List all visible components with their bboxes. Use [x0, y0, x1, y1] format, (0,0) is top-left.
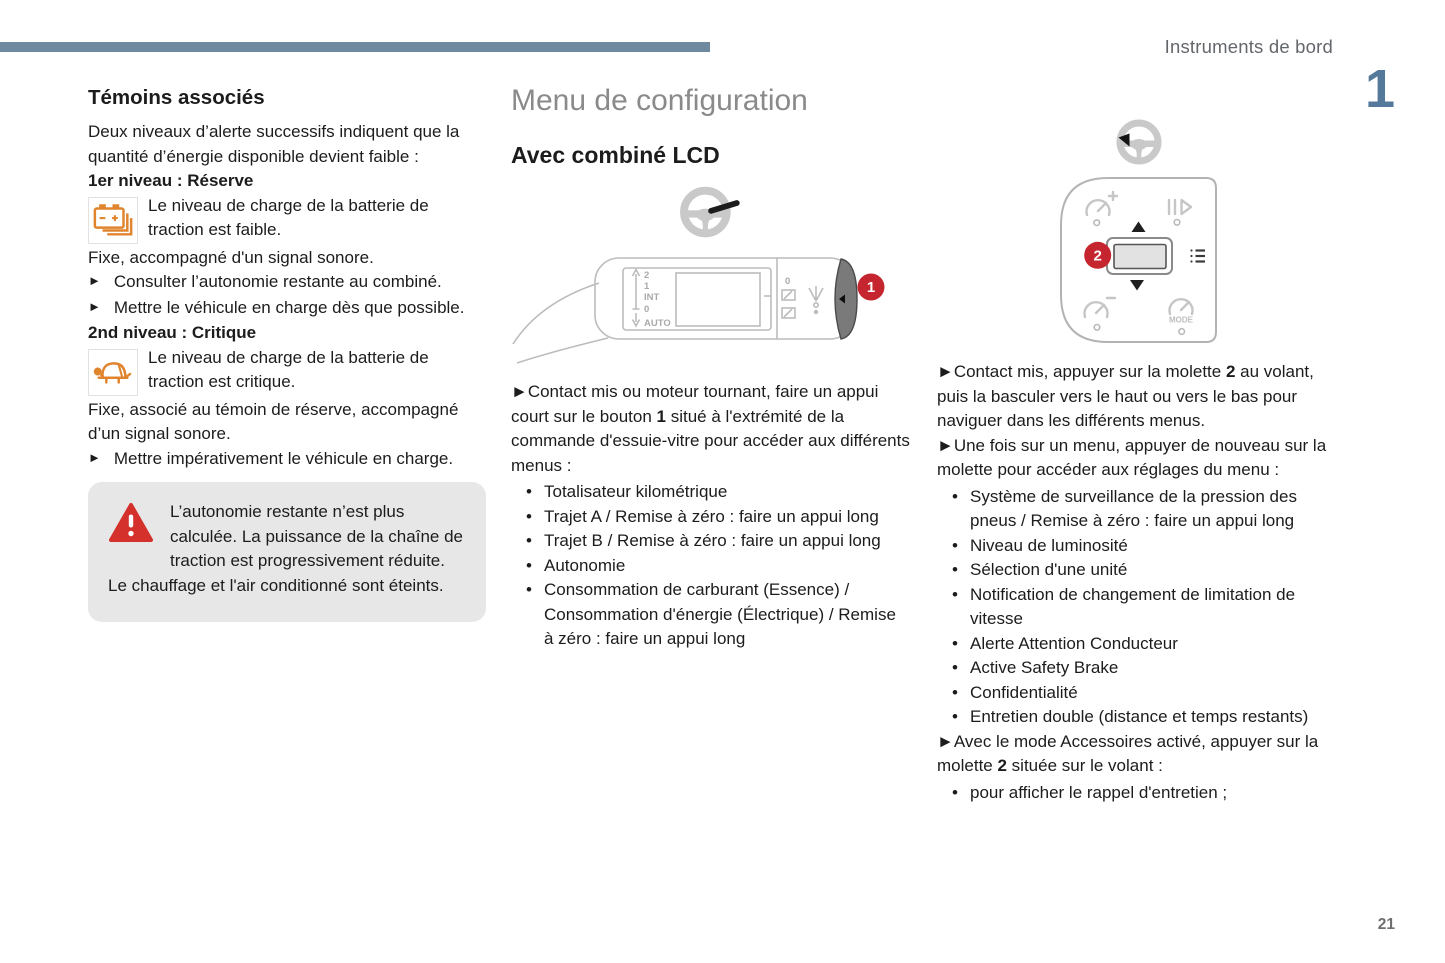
instruction-text: au volant, puis la basculer vers le haut… [937, 362, 1314, 430]
left-heading: Témoins associés [88, 86, 265, 109]
action-arrow-icon: ► [937, 731, 954, 751]
steering-wheel-stalk-icon [511, 185, 910, 239]
instruction-text: située sur le volant : [1006, 756, 1163, 775]
list-item: Trajet B / Remise à zéro : faire un appu… [511, 529, 910, 554]
list-item: Confidentialité [937, 681, 1340, 706]
action-arrow-icon: ► [937, 435, 954, 455]
badge-1: 1 [857, 273, 885, 301]
list-item: Consommation de carburant (Essence) / Co… [511, 578, 910, 652]
middle-column: Menu de configuration Avec combiné LCD [511, 82, 910, 652]
battery-charge-icon [88, 196, 138, 244]
header-section-title: Instruments de bord [1164, 36, 1333, 57]
svg-text:AUTO: AUTO [644, 318, 671, 329]
instruction-text: situé à l'extrémité de la commande d'ess… [511, 406, 910, 475]
level1-desc: Le niveau de charge de la batterie de tr… [148, 195, 429, 240]
list-item: pour afficher le rappel d'entretien ; [937, 781, 1340, 806]
list-item: Trajet A / Remise à zéro : faire un appu… [511, 505, 910, 530]
callout-ref: 2 [997, 756, 1007, 775]
section-title: Menu de configuration [511, 84, 808, 117]
action-text: Mettre impérativement le véhicule en cha… [113, 448, 454, 468]
middle-menu-list: Totalisateur kilométrique Trajet A / Rem… [511, 480, 910, 652]
action-arrow-icon: ► [88, 449, 101, 465]
instruction-text: Une fois sur un menu, appuyer de nouveau… [937, 435, 1327, 480]
action-arrow-icon: ► [88, 298, 101, 314]
left-intro: Deux niveaux d’alerte successifs indique… [88, 122, 460, 166]
cruise-decrease-icon [1083, 296, 1117, 319]
level1-action-2: ► Mettre le véhicule en charge dès que po… [88, 296, 486, 322]
list-item: Notification de changement de limitation… [937, 583, 1340, 632]
action-arrow-icon: ► [88, 273, 101, 288]
action-text: Mettre le véhicule en charge dès que pos… [113, 297, 465, 317]
level1-title: 1er niveau : Réserve [88, 171, 254, 190]
action-text: Consulter l’autonomie restante au combin… [113, 272, 442, 291]
callout-ref: 2 [1225, 362, 1236, 381]
instruction-text: Contact mis ou moteur tournant, faire un… [511, 382, 879, 426]
steering-wheel-marker-icon [937, 118, 1340, 166]
cruise-increase-icon [1085, 190, 1119, 217]
svg-text:0: 0 [785, 276, 790, 287]
warning-text-1: L’autonomie restante n’est plus calculée… [170, 502, 463, 570]
instruction-text: Avec le mode Accessoires activé, appuyer… [937, 731, 1319, 776]
level1-action-1: ► Consulter l’autonomie restante au combi… [88, 270, 486, 296]
badge-2: 2 [1084, 241, 1112, 269]
level2-title: 2nd niveau : Critique [88, 323, 257, 342]
list-item: Système de surveillance de la pression d… [937, 485, 1340, 534]
warning-text-2: Le chauffage et l'air conditionné sont é… [108, 575, 444, 595]
list-item: Autonomie [511, 554, 910, 579]
right-accessory-list: pour afficher le rappel d'entretien ; [937, 781, 1340, 806]
right-settings-list: Système de surveillance de la pression d… [937, 485, 1340, 730]
right-instruction-3: ►Avec le mode Accessoires activé, appuye… [937, 730, 1340, 779]
menu-list-icon [1190, 249, 1205, 263]
accent-bar [0, 42, 710, 52]
callout-ref: 1 [656, 406, 666, 426]
scroll-up-icon [1131, 221, 1146, 232]
warning-triangle-icon [108, 502, 154, 549]
list-item: Entretien double (distance et temps rest… [937, 705, 1340, 730]
level2-action-1: ► Mettre impérativement le véhicule en ch… [88, 447, 486, 473]
list-item: Niveau de luminosité [937, 534, 1340, 559]
scroll-down-icon [1130, 280, 1144, 291]
turtle-icon [88, 348, 138, 396]
subsection-title: Avec combiné LCD [511, 142, 720, 168]
instruction-text: Contact mis, appuyer sur la molette [953, 362, 1226, 381]
svg-text:2: 2 [644, 270, 649, 281]
pause-resume-icon [1167, 198, 1193, 216]
thumbwheel [1106, 237, 1173, 275]
svg-text:2: 2 [1094, 247, 1102, 264]
page-number: 21 [1377, 916, 1395, 933]
level1-note: Fixe, accompagné d'un signal sonore. [88, 247, 374, 267]
svg-text:MODE: MODE [1169, 316, 1194, 325]
level2-note: Fixe, associé au témoin de réserve, acco… [88, 399, 459, 444]
middle-instruction: ►Contact mis ou moteur tournant, faire u… [511, 380, 910, 478]
svg-text:INT: INT [644, 292, 660, 303]
warning-box: L’autonomie restante n’est plus calculée… [88, 482, 486, 622]
right-column: MODE 2 ►Contact mis, appuyer sur la mole… [937, 118, 1340, 805]
right-instruction-1: ►Contact mis, appuyer sur la molette 2 a… [937, 360, 1340, 434]
svg-text:0: 0 [644, 304, 649, 315]
action-arrow-icon: ► [511, 382, 528, 401]
level2-icon-row: Le niveau de charge de la batterie de tr… [88, 346, 486, 396]
level1-icon-row: Le niveau de charge de la batterie de tr… [88, 194, 486, 244]
svg-text:1: 1 [644, 281, 650, 292]
level2-desc: Le niveau de charge de la batterie de tr… [148, 347, 429, 392]
wiper-stalk-illustration: 2 1 INT 0 AUTO 0 1 [512, 257, 885, 364]
list-item: Sélection d'une unité [937, 558, 1340, 583]
list-item: Alerte Attention Conducteur [937, 632, 1340, 657]
list-item: Active Safety Brake [937, 656, 1340, 681]
svg-text:1: 1 [867, 279, 875, 296]
steering-control-pad-illustration: MODE 2 [937, 176, 1340, 345]
left-column: Témoins associés Deux niveaux d’alerte s… [88, 85, 486, 622]
chapter-number: 1 [1364, 59, 1395, 119]
action-arrow-icon: ► [937, 362, 954, 381]
right-instruction-2: ►Une fois sur un menu, appuyer de nouvea… [937, 434, 1340, 483]
list-item: Totalisateur kilométrique [511, 480, 910, 505]
mode-icon [1168, 297, 1194, 316]
